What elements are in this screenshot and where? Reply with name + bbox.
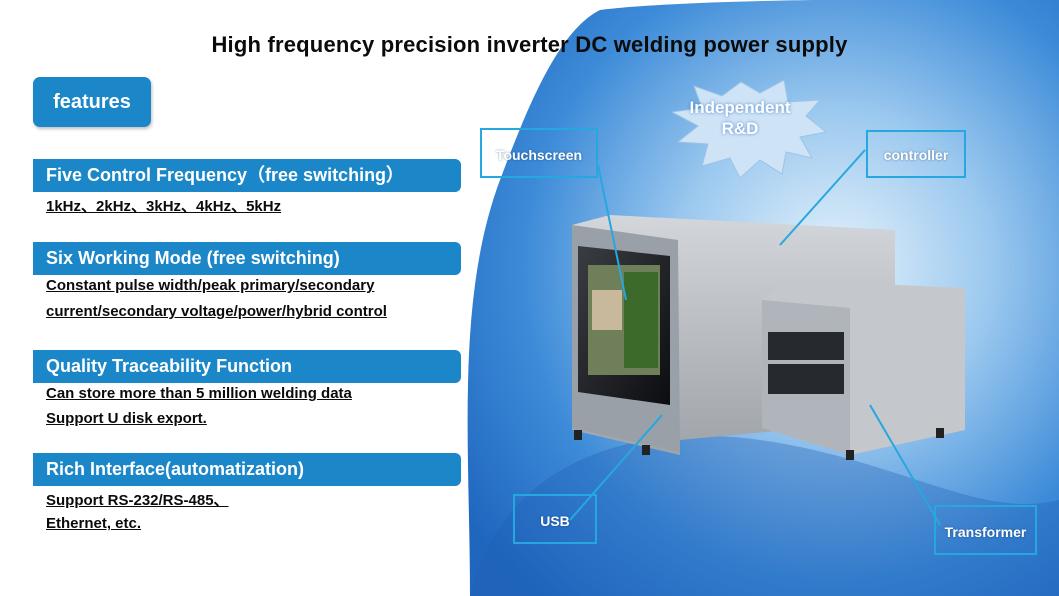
power-supply-unit-small: [762, 280, 965, 460]
callout-controller: controller: [866, 130, 966, 178]
section-heading-interface: Rich Interface(automatization): [33, 453, 461, 486]
page-title: High frequency precision inverter DC wel…: [211, 32, 848, 57]
section-text-traceability-1: Can store more than 5 million welding da…: [46, 385, 352, 402]
badge-text: Independent R&D: [640, 97, 840, 139]
badge-line-1: Independent: [689, 98, 791, 117]
section-text-interface-2: Ethernet, etc.: [46, 515, 142, 532]
power-supply-unit-large: [572, 215, 895, 455]
section-text-frequency: 1kHz、2kHz、3kHz、4kHz、5kHz: [46, 198, 282, 215]
section-text-interface-1: Support RS-232/RS-485、: [46, 492, 229, 509]
section-heading-working-mode: Six Working Mode (free switching): [33, 242, 461, 275]
section-text-working-mode-1: Constant pulse width/peak primary/second…: [46, 277, 375, 294]
section-text-traceability-2: Support U disk export.: [46, 410, 207, 427]
callout-transformer: Transformer: [934, 505, 1037, 555]
section-text-working-mode-2: current/secondary voltage/power/hybrid c…: [46, 303, 387, 320]
callout-usb: USB: [513, 494, 597, 544]
badge-line-2: R&D: [721, 119, 759, 138]
section-heading-traceability: Quality Traceability Function: [33, 350, 461, 383]
callout-touchscreen: Touchscreen: [480, 128, 598, 178]
starburst-badge: [670, 79, 828, 179]
features-tab: features: [33, 77, 151, 127]
section-heading-frequency: Five Control Frequency（free switching）: [33, 159, 461, 192]
